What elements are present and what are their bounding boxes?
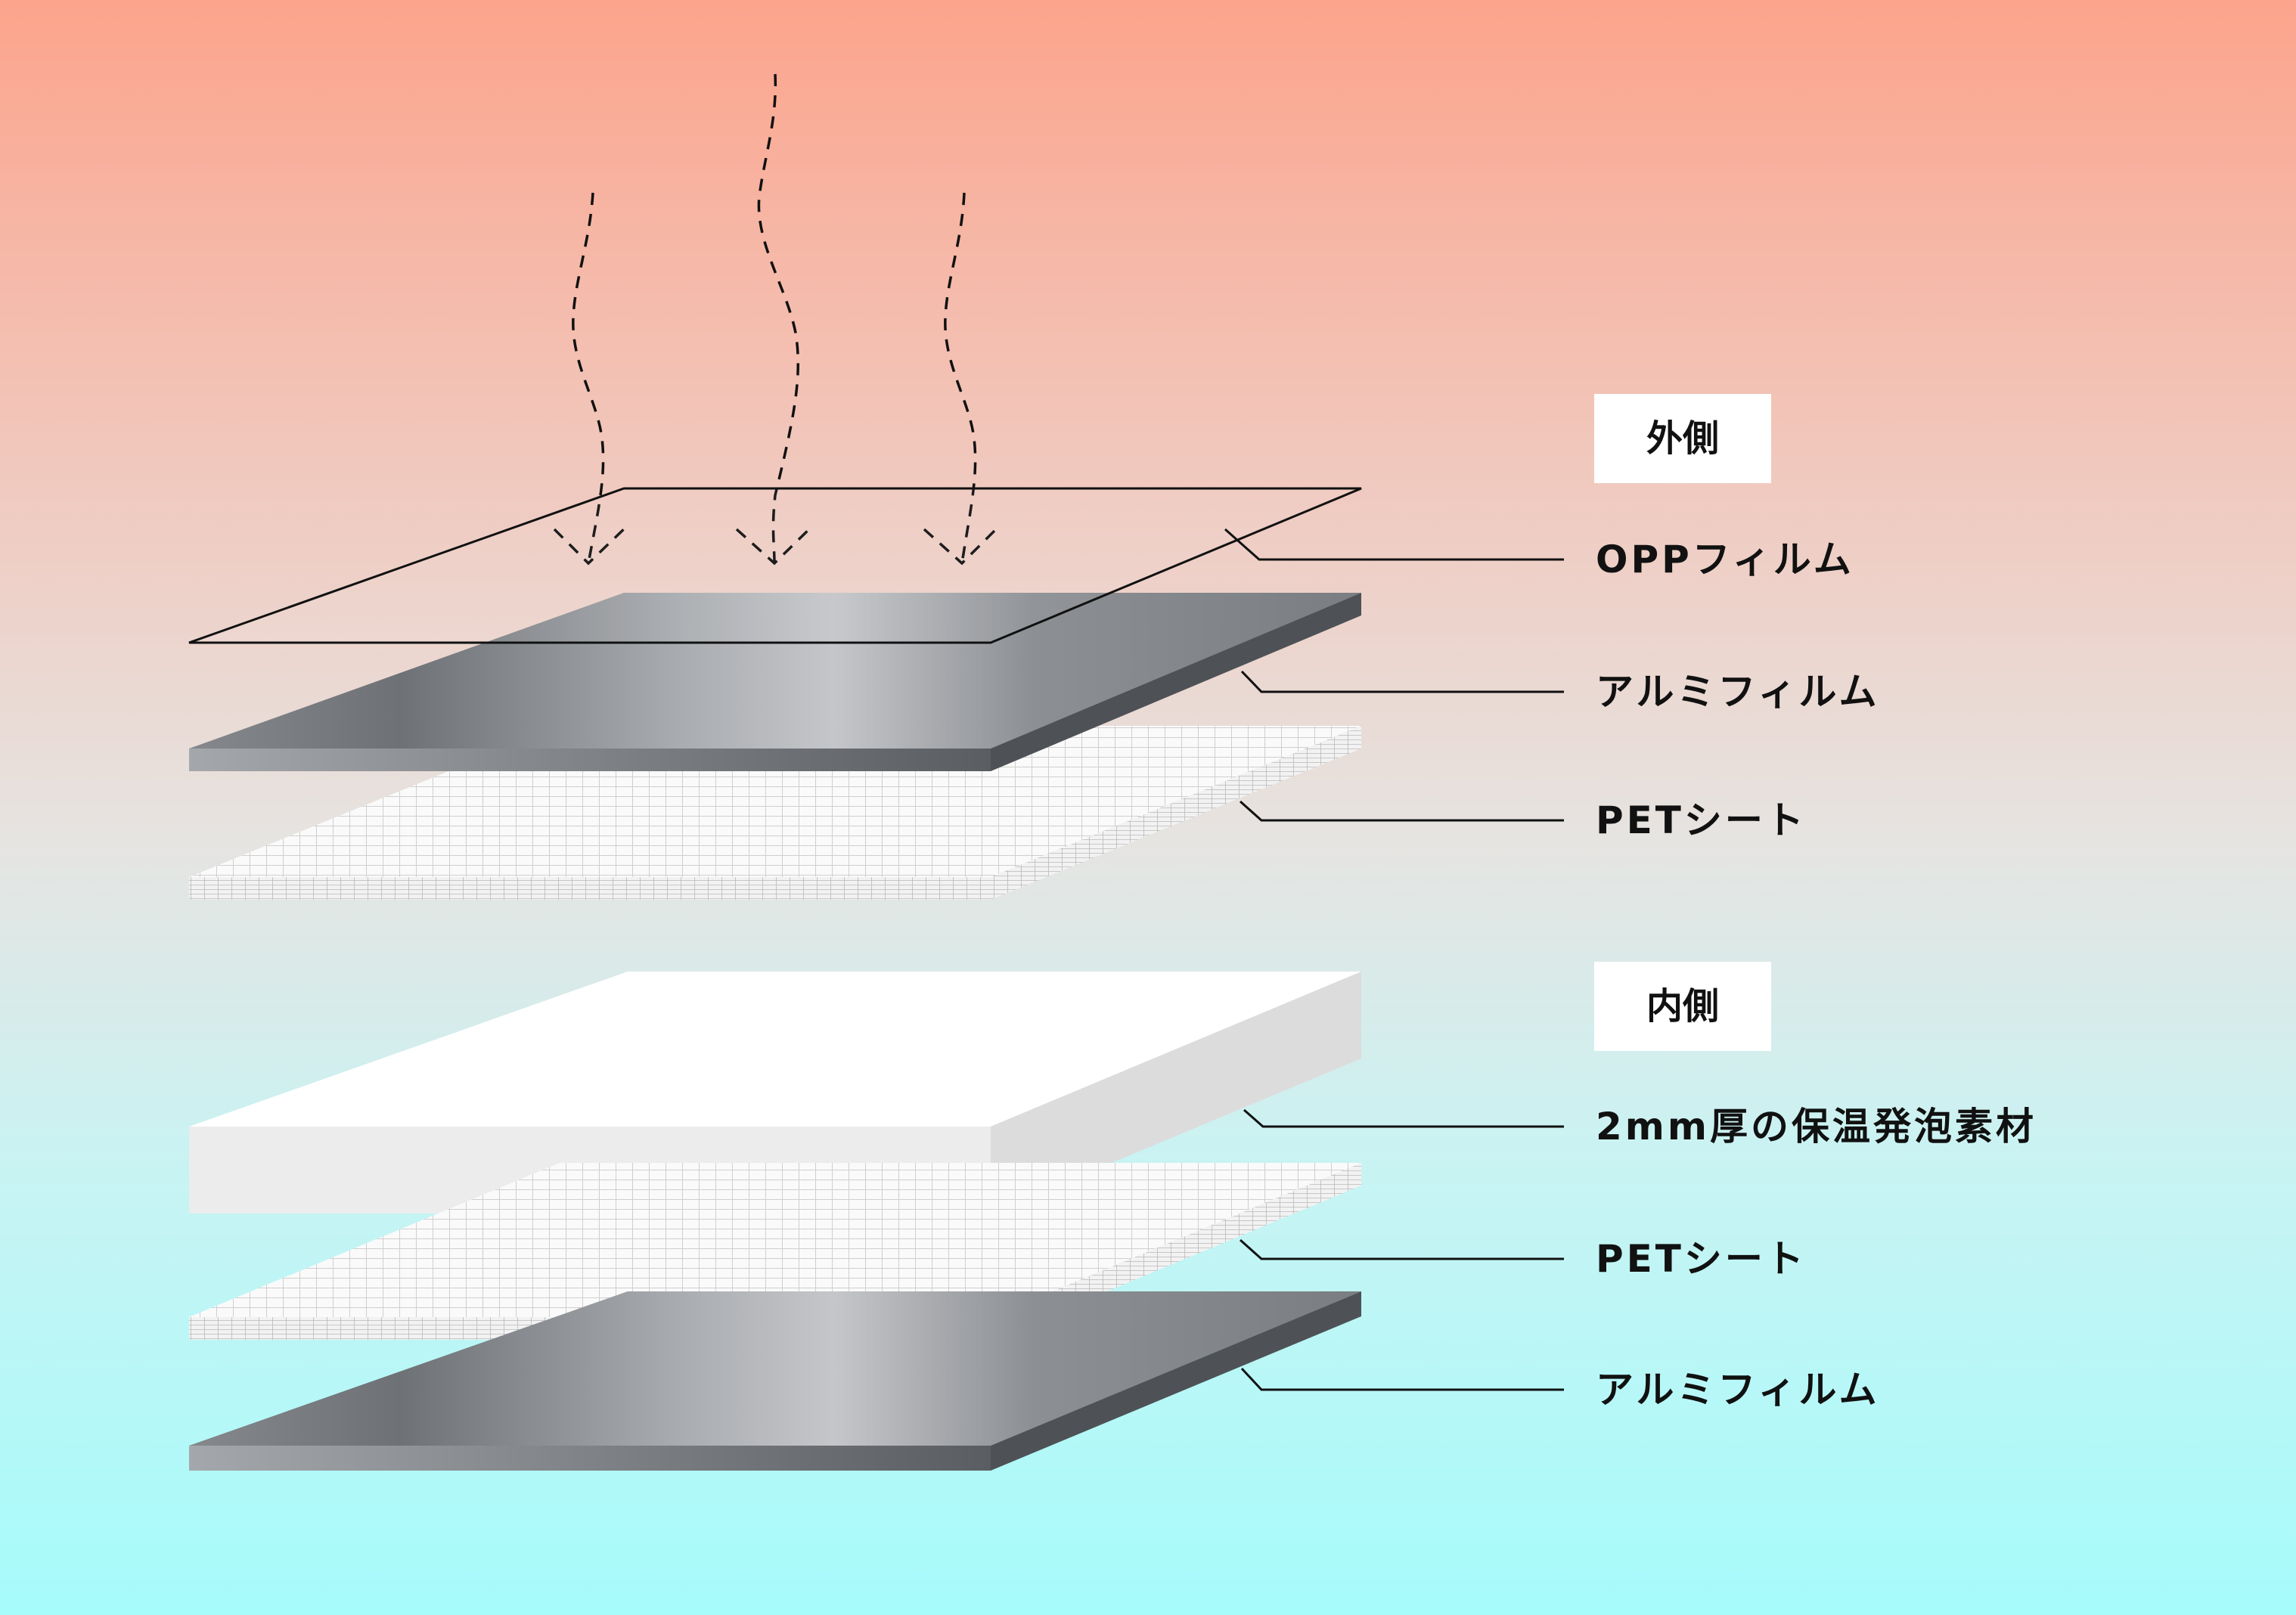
aluminum-film-inner [189,1291,1361,1471]
section-tag-inner: 内側 [1594,962,1771,1051]
layer-label-aluminum-film-outer: アルミフィルム [1596,670,1880,714]
aluminum-film-outer [189,593,1361,771]
section-tag-outer: 外側 [1594,394,1771,483]
leader-line-aluminum-inner [1240,1367,1564,1391]
leader-line-opp [1224,528,1564,561]
layer-label-pet-sheet-outer: PETシート [1596,798,1807,842]
leader-line-aluminum-outer [1240,670,1564,693]
opp-film [188,487,1362,644]
leader-lines [1224,528,1564,1391]
heat-wave-arrow-icon [553,73,1001,566]
layer-label-opp-film: OPPフィルム [1596,538,1854,581]
leader-line-pet-inner [1240,1238,1564,1260]
leader-line-foam [1243,1108,1564,1128]
layer-label-aluminum-film-inner: アルミフィルム [1596,1368,1880,1412]
layer-label-foam: 2mm厚の保温発泡素材 [1596,1105,2037,1148]
layer-label-pet-sheet-inner: PETシート [1596,1237,1807,1281]
leader-line-pet-outer [1240,800,1564,822]
